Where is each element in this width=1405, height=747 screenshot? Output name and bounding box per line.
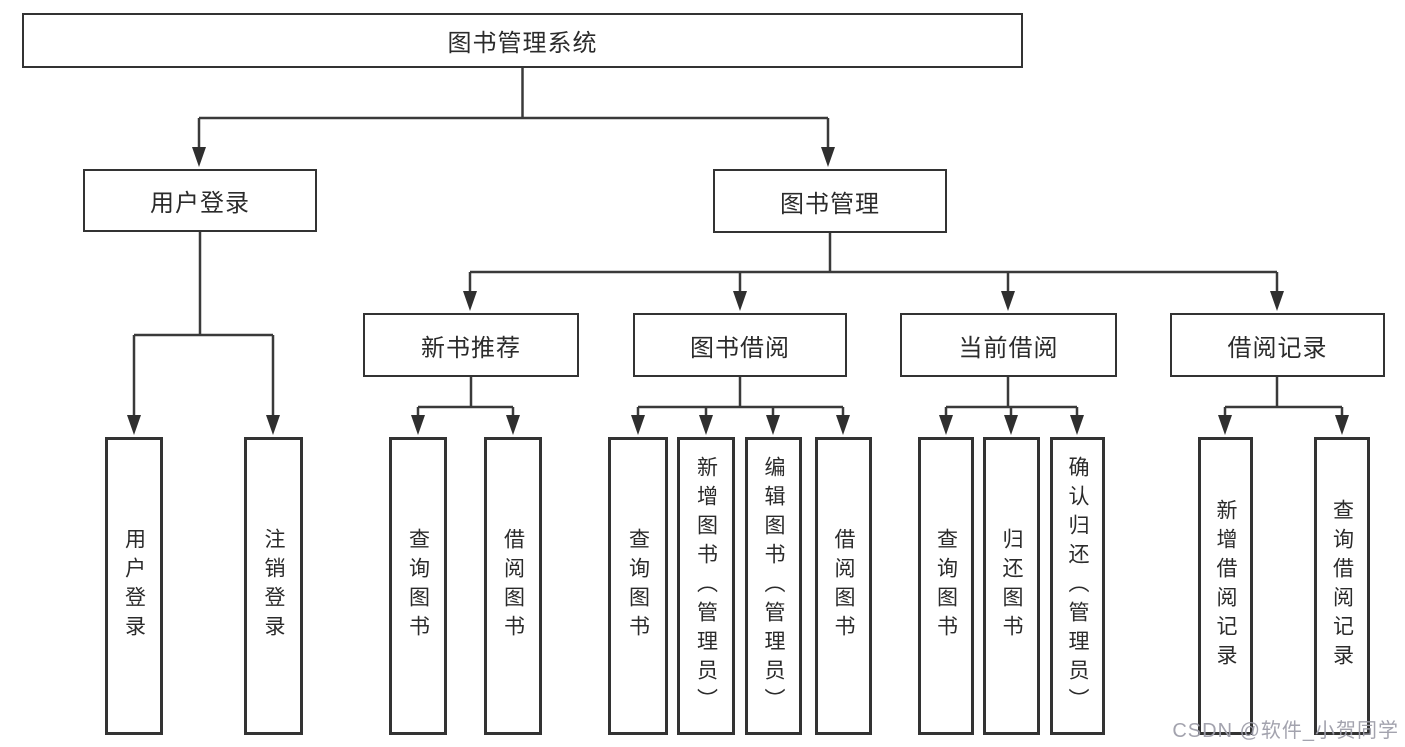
leaf-edit-book-admin: 编辑图书（管理员） (745, 437, 802, 735)
node-book-borrow: 图书借阅 (633, 313, 847, 377)
leaf-query-book-2: 查询图书 (608, 437, 668, 735)
node-book-management-label: 图书管理 (780, 190, 880, 218)
leaf-return-book-label: 归还图书 (1000, 528, 1023, 644)
leaf-confirm-return-admin-label: 确认归还（管理员） (1066, 455, 1089, 717)
node-book-management: 图书管理 (713, 169, 947, 233)
node-user-login: 用户登录 (83, 169, 317, 232)
leaf-borrow-book-2: 借阅图书 (815, 437, 872, 735)
leaf-user-login-label: 用户登录 (122, 528, 146, 644)
leaf-logout-login-label: 注销登录 (262, 528, 285, 644)
connector-book-management-branch (463, 233, 1284, 311)
leaf-add-borrow-record: 新增借阅记录 (1198, 437, 1253, 735)
connector-user-login-branch (127, 231, 280, 435)
connector-borrow-records-group (1218, 377, 1349, 435)
leaf-logout-login: 注销登录 (244, 437, 303, 735)
connector-root-to-level2 (192, 68, 835, 167)
leaf-query-book-3: 查询图书 (918, 437, 974, 735)
leaf-query-book-1-label: 查询图书 (406, 528, 430, 644)
leaf-add-book-admin-label: 新增图书（管理员） (694, 455, 718, 717)
node-new-book-recommend-label: 新书推荐 (421, 334, 521, 362)
connector-new-book-group (411, 377, 520, 435)
connector-current-borrow-group (939, 377, 1084, 435)
node-current-borrow: 当前借阅 (900, 313, 1117, 377)
leaf-query-borrow-record: 查询借阅记录 (1314, 437, 1370, 735)
leaf-return-book: 归还图书 (983, 437, 1040, 735)
node-root-label: 图书管理系统 (447, 30, 598, 57)
node-borrow-records-label: 借阅记录 (1227, 334, 1328, 362)
node-current-borrow-label: 当前借阅 (958, 334, 1059, 362)
node-user-login-label: 用户登录 (150, 190, 250, 217)
leaf-user-login: 用户登录 (105, 437, 163, 735)
connector-book-borrow-group (631, 377, 850, 435)
leaf-query-book-3-label: 查询图书 (934, 528, 958, 644)
node-root: 图书管理系统 (22, 13, 1023, 68)
node-borrow-records: 借阅记录 (1170, 313, 1385, 377)
leaf-confirm-return-admin: 确认归还（管理员） (1050, 437, 1105, 735)
node-book-borrow-label: 图书借阅 (690, 334, 790, 362)
leaf-edit-book-admin-label: 编辑图书（管理员） (762, 455, 785, 717)
leaf-borrow-book-1-label: 借阅图书 (501, 528, 525, 644)
leaf-query-book-2-label: 查询图书 (626, 528, 650, 644)
watermark: CSDN @软件_小贺同学 (1172, 720, 1399, 742)
leaf-borrow-book-1: 借阅图书 (484, 437, 542, 735)
node-new-book-recommend: 新书推荐 (363, 313, 579, 377)
leaf-query-book-1: 查询图书 (389, 437, 447, 735)
leaf-add-borrow-record-label: 新增借阅记录 (1214, 499, 1237, 673)
leaf-query-borrow-record-label: 查询借阅记录 (1330, 499, 1354, 673)
leaf-add-book-admin: 新增图书（管理员） (677, 437, 735, 735)
leaf-borrow-book-2-label: 借阅图书 (832, 528, 855, 644)
